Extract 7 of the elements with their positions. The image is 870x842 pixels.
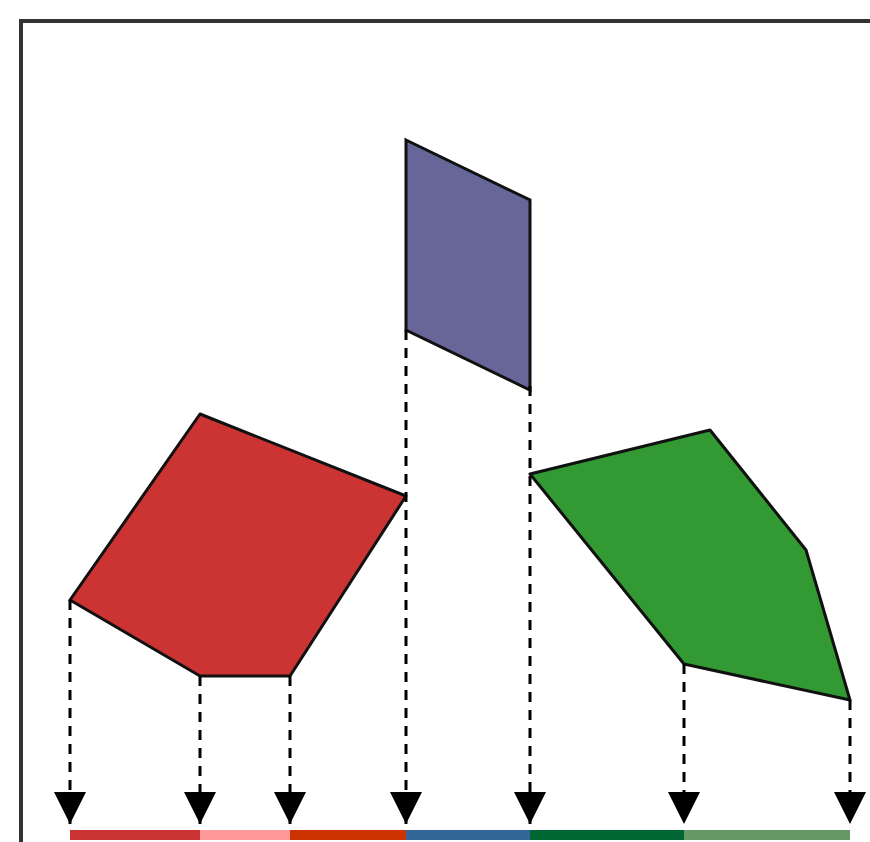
- dashed-arrow: [274, 676, 306, 824]
- dashed-arrow: [184, 676, 216, 824]
- dashed-arrow: [390, 330, 422, 824]
- dashed-arrow: [834, 700, 866, 824]
- dashed-arrow: [54, 600, 86, 824]
- dashed-arrow: [514, 386, 546, 824]
- dashed-arrow: [668, 664, 700, 824]
